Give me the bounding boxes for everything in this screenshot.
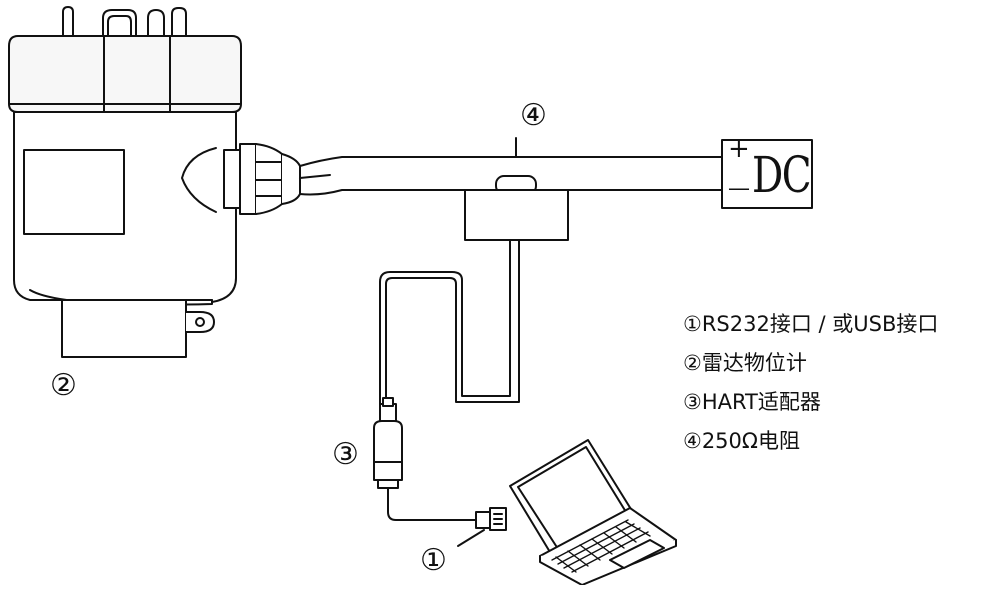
hart-loop-cable [385, 239, 520, 411]
dc-label: DC [752, 146, 812, 204]
callout-1: ① [420, 543, 447, 578]
usb-cable [387, 487, 477, 521]
legend-item-radar-gauge: ②雷达物位计 [683, 351, 807, 375]
callout-4: ④ [520, 98, 547, 133]
gauge-cover [8, 35, 242, 113]
callout-3: ③ [332, 437, 359, 472]
dc-minus-sign: — [728, 176, 750, 201]
legend: ①RS232接口 / 或USB接口 ②雷达物位计 ③HART适配器 ④250Ω电… [683, 305, 938, 461]
junction-box [464, 189, 569, 241]
gauge-antenna-neck [61, 299, 187, 358]
legend-item-rs232-usb: ①RS232接口 / 或USB接口 [683, 312, 939, 336]
cable-gland [181, 147, 217, 213]
radar-level-gauge [8, 6, 301, 358]
dc-power-box [721, 139, 813, 209]
callout-2: ② [50, 368, 77, 403]
gauge-label-plate [23, 149, 125, 235]
hart-adapter [373, 397, 403, 489]
legend-item-resistor: ④250Ω电阻 [683, 429, 800, 453]
callout-1-leader [457, 529, 485, 547]
rs232-connector [475, 507, 507, 531]
power-cable [299, 156, 723, 196]
laptop [509, 439, 677, 586]
legend-item-hart-adapter: ③HART适配器 [683, 390, 821, 414]
dc-plus-sign: + [728, 134, 750, 164]
